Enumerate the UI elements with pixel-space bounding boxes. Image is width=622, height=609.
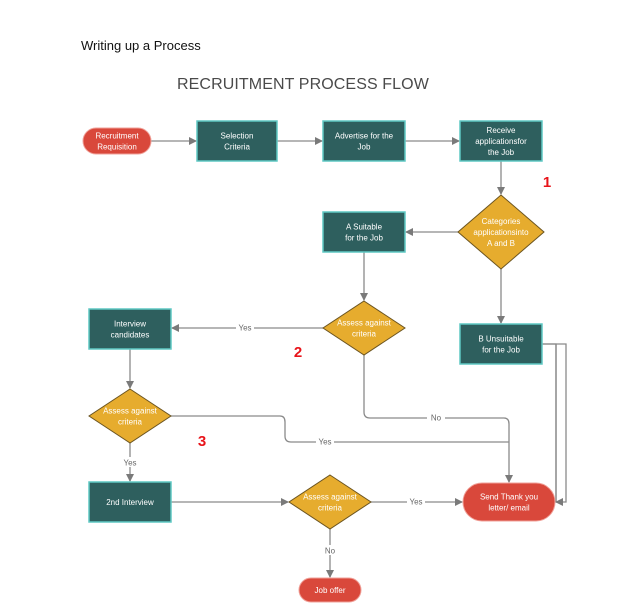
- node-label: 2nd Interview: [106, 498, 154, 507]
- node-job-offer: Job offer: [298, 577, 362, 603]
- node-label: Advertise for the: [335, 132, 394, 141]
- node-label: for the Job: [482, 346, 520, 355]
- node-interview-candidates: Interview candidates: [88, 308, 172, 350]
- process-shape: [459, 323, 543, 365]
- node-label: B Unsuitable: [478, 335, 524, 344]
- decision-shape: [322, 300, 406, 356]
- node-label: letter/ email: [488, 504, 530, 513]
- edge-label-bg: [121, 457, 139, 467]
- process-shape: [88, 481, 172, 523]
- process-shape: [322, 211, 406, 253]
- edge-label-bg: [427, 412, 445, 422]
- edge-label: Yes: [238, 324, 251, 333]
- edge-label-bg: [321, 545, 339, 555]
- node-label: candidates: [111, 331, 150, 340]
- node-label: Assess against: [103, 407, 158, 416]
- node-label: Assess against: [303, 493, 358, 502]
- annotation-marker: 2: [294, 344, 302, 361]
- node-label: criteria: [318, 504, 343, 513]
- edge-label: No: [431, 414, 442, 423]
- node-label: Job offer: [315, 586, 346, 595]
- node-categorise-applications: Categories applicationsinto A and B: [457, 194, 545, 270]
- node-label: A and B: [487, 239, 515, 248]
- annotation-marker: 3: [198, 433, 206, 450]
- node-label: Assess against: [337, 319, 392, 328]
- decision-shape: [88, 388, 172, 444]
- node-label: for the Job: [345, 234, 383, 243]
- edge-label: Yes: [123, 459, 136, 468]
- node-a-suitable: A Suitable for the Job: [322, 211, 406, 253]
- node-label: Categories: [482, 217, 521, 226]
- terminator-shape: [298, 577, 362, 603]
- edge-b-unsuitable-vert: [555, 344, 557, 503]
- node-assess-criteria-3: Assess against criteria: [288, 474, 372, 530]
- edge-label: No: [325, 547, 336, 556]
- node-label: the Job: [488, 148, 515, 157]
- edge-label: Yes: [318, 438, 331, 447]
- document-heading: Writing up a Process: [81, 38, 201, 53]
- node-label: Selection: [221, 132, 254, 141]
- edge-b-unsuitable-line: [542, 343, 557, 502]
- node-label: criteria: [118, 418, 143, 427]
- node-assess-criteria-2: Assess against criteria: [88, 388, 172, 444]
- node-b-unsuitable: B Unsuitable for the Job: [459, 323, 543, 365]
- edge-label-bg: [236, 322, 254, 332]
- node-label: Requisition: [97, 143, 137, 152]
- process-shape: [196, 120, 278, 162]
- node-label: Criteria: [224, 143, 250, 152]
- node-label: Interview: [114, 320, 146, 329]
- edge-label-bg: [407, 496, 425, 506]
- node-label: Job: [358, 143, 371, 152]
- edge-assess2-yes-thank-you: [171, 415, 509, 443]
- node-label: Receive: [487, 126, 516, 135]
- node-label: applicationsfor: [475, 137, 527, 146]
- process-shape: [322, 120, 406, 162]
- node-label: Send Thank you: [480, 493, 538, 502]
- node-second-interview: 2nd Interview: [88, 481, 172, 523]
- process-shape: [459, 120, 543, 162]
- node-label: A Suitable: [346, 223, 383, 232]
- edge-label: Yes: [409, 498, 422, 507]
- node-send-thank-you: Send Thank you letter/ email: [462, 482, 556, 522]
- decision-shape: [288, 474, 372, 530]
- process-shape: [88, 308, 172, 350]
- terminator-shape: [462, 482, 556, 522]
- terminator-shape: [82, 127, 152, 155]
- node-receive-applications: Receive applicationsfor the Job: [459, 120, 543, 162]
- node-label: Recruitment: [95, 132, 139, 141]
- edge-b-unsuitable-to-thank-you: [542, 343, 567, 506]
- node-assess-criteria-1: Assess against criteria: [322, 300, 406, 356]
- node-label: applicationsinto: [473, 228, 529, 237]
- diagram-title: RECRUITMENT PROCESS FLOW: [177, 76, 429, 93]
- annotation-marker: 1: [543, 174, 551, 191]
- decision-shape: [457, 194, 545, 270]
- edge-label-bg: [316, 436, 334, 446]
- node-label: criteria: [352, 330, 377, 339]
